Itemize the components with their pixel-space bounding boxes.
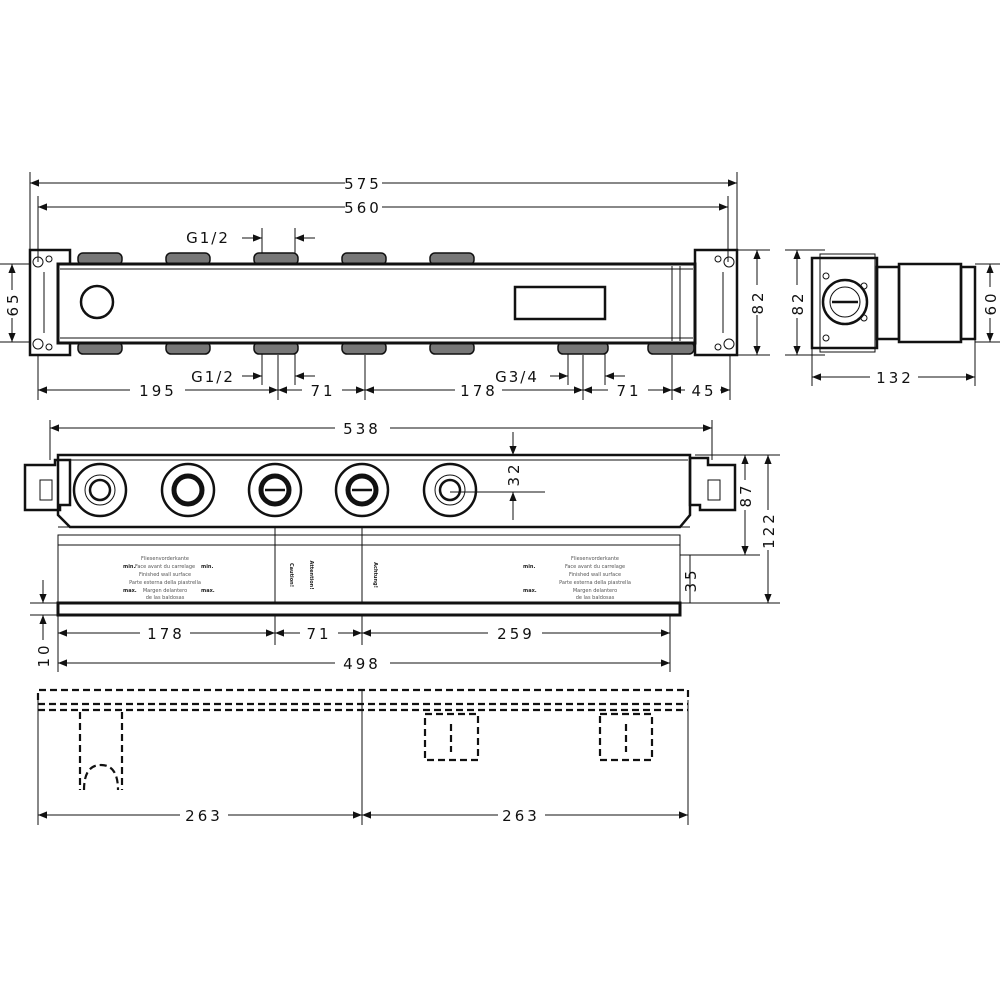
thread-label-bottom: G1/2	[191, 368, 235, 386]
dim-32: 32	[505, 461, 523, 486]
dim-560: 560	[344, 199, 382, 217]
dim-122: 122	[760, 511, 778, 549]
max-label: max.	[523, 588, 537, 594]
dim-71b: 71	[616, 382, 641, 400]
dim-71: 71	[310, 382, 335, 400]
label-line: Fliesenvorderkante	[141, 556, 189, 562]
label-strip-text: Fliesenvorderkante Face avant du carrela…	[123, 556, 631, 601]
dim-10: 10	[35, 642, 53, 667]
dim-35: 35	[682, 567, 700, 592]
label-line: Face avant du carrelage	[135, 564, 195, 570]
dim-263-right: 263	[502, 807, 540, 825]
front-view: 538 32 Fliesenvorderkante Face avant du …	[23, 420, 780, 673]
label-line: Parte esterna della piastrella	[559, 580, 631, 586]
dim-538: 538	[343, 420, 381, 438]
front-left-bracket	[23, 458, 72, 512]
min-label: min.	[523, 564, 535, 570]
min-label: min.	[201, 564, 213, 570]
dim-263-left: 263	[185, 807, 223, 825]
base-plate	[56, 601, 682, 617]
control-window	[513, 285, 607, 321]
dim-65: 65	[4, 291, 22, 316]
dim-45: 45	[691, 382, 716, 400]
bottom-view: 263 263	[36, 688, 690, 825]
side-view: 82 60 132	[785, 249, 1000, 387]
left-bracket	[28, 248, 72, 357]
control-knob-circle	[79, 284, 115, 320]
mount-box-left	[423, 712, 480, 762]
warning-label: Achtung!	[372, 562, 378, 588]
dim-front-178: 178	[147, 625, 185, 643]
thread-label-top: G1/2	[186, 229, 230, 247]
front-right-bracket	[688, 456, 737, 512]
warning-label: Caution!	[288, 563, 294, 587]
dim-side-132: 132	[876, 369, 914, 387]
valve-body	[56, 262, 697, 345]
warning-label: Attention!	[308, 561, 314, 590]
label-line: Face avant du carrelage	[565, 564, 625, 570]
min-label: min.	[123, 564, 135, 570]
max-label: max.	[123, 588, 137, 594]
label-line: Finished wall surface	[139, 572, 191, 578]
thread-label-outlet: G3/4	[495, 368, 539, 386]
dim-195: 195	[139, 382, 177, 400]
dim-front-71: 71	[306, 625, 331, 643]
dim-178: 178	[460, 382, 498, 400]
dim-498: 498	[343, 655, 381, 673]
max-label: max.	[201, 588, 215, 594]
mount-box-right	[598, 712, 654, 762]
dim-87: 87	[737, 482, 755, 507]
label-line: Parte esterna della piastrella	[129, 580, 201, 586]
holder-clip	[82, 763, 120, 791]
dim-front-259: 259	[497, 625, 535, 643]
front-ports	[72, 462, 478, 518]
label-line: Finished wall surface	[569, 572, 621, 578]
label-line: Margen delantero	[143, 588, 187, 594]
dim-575: 575	[344, 175, 382, 193]
dim-82: 82	[749, 289, 767, 314]
dim-side-60: 60	[982, 290, 1000, 315]
top-view: 575 560 G1/2 G1/2 G3/4 65 82	[0, 172, 770, 400]
label-line: Fliesenvorderkante	[571, 556, 619, 562]
dim-side-82: 82	[789, 290, 807, 315]
label-line: de las baldosas	[576, 595, 615, 601]
label-line: Margen delantero	[573, 588, 617, 594]
label-line: de las baldosas	[146, 595, 185, 601]
